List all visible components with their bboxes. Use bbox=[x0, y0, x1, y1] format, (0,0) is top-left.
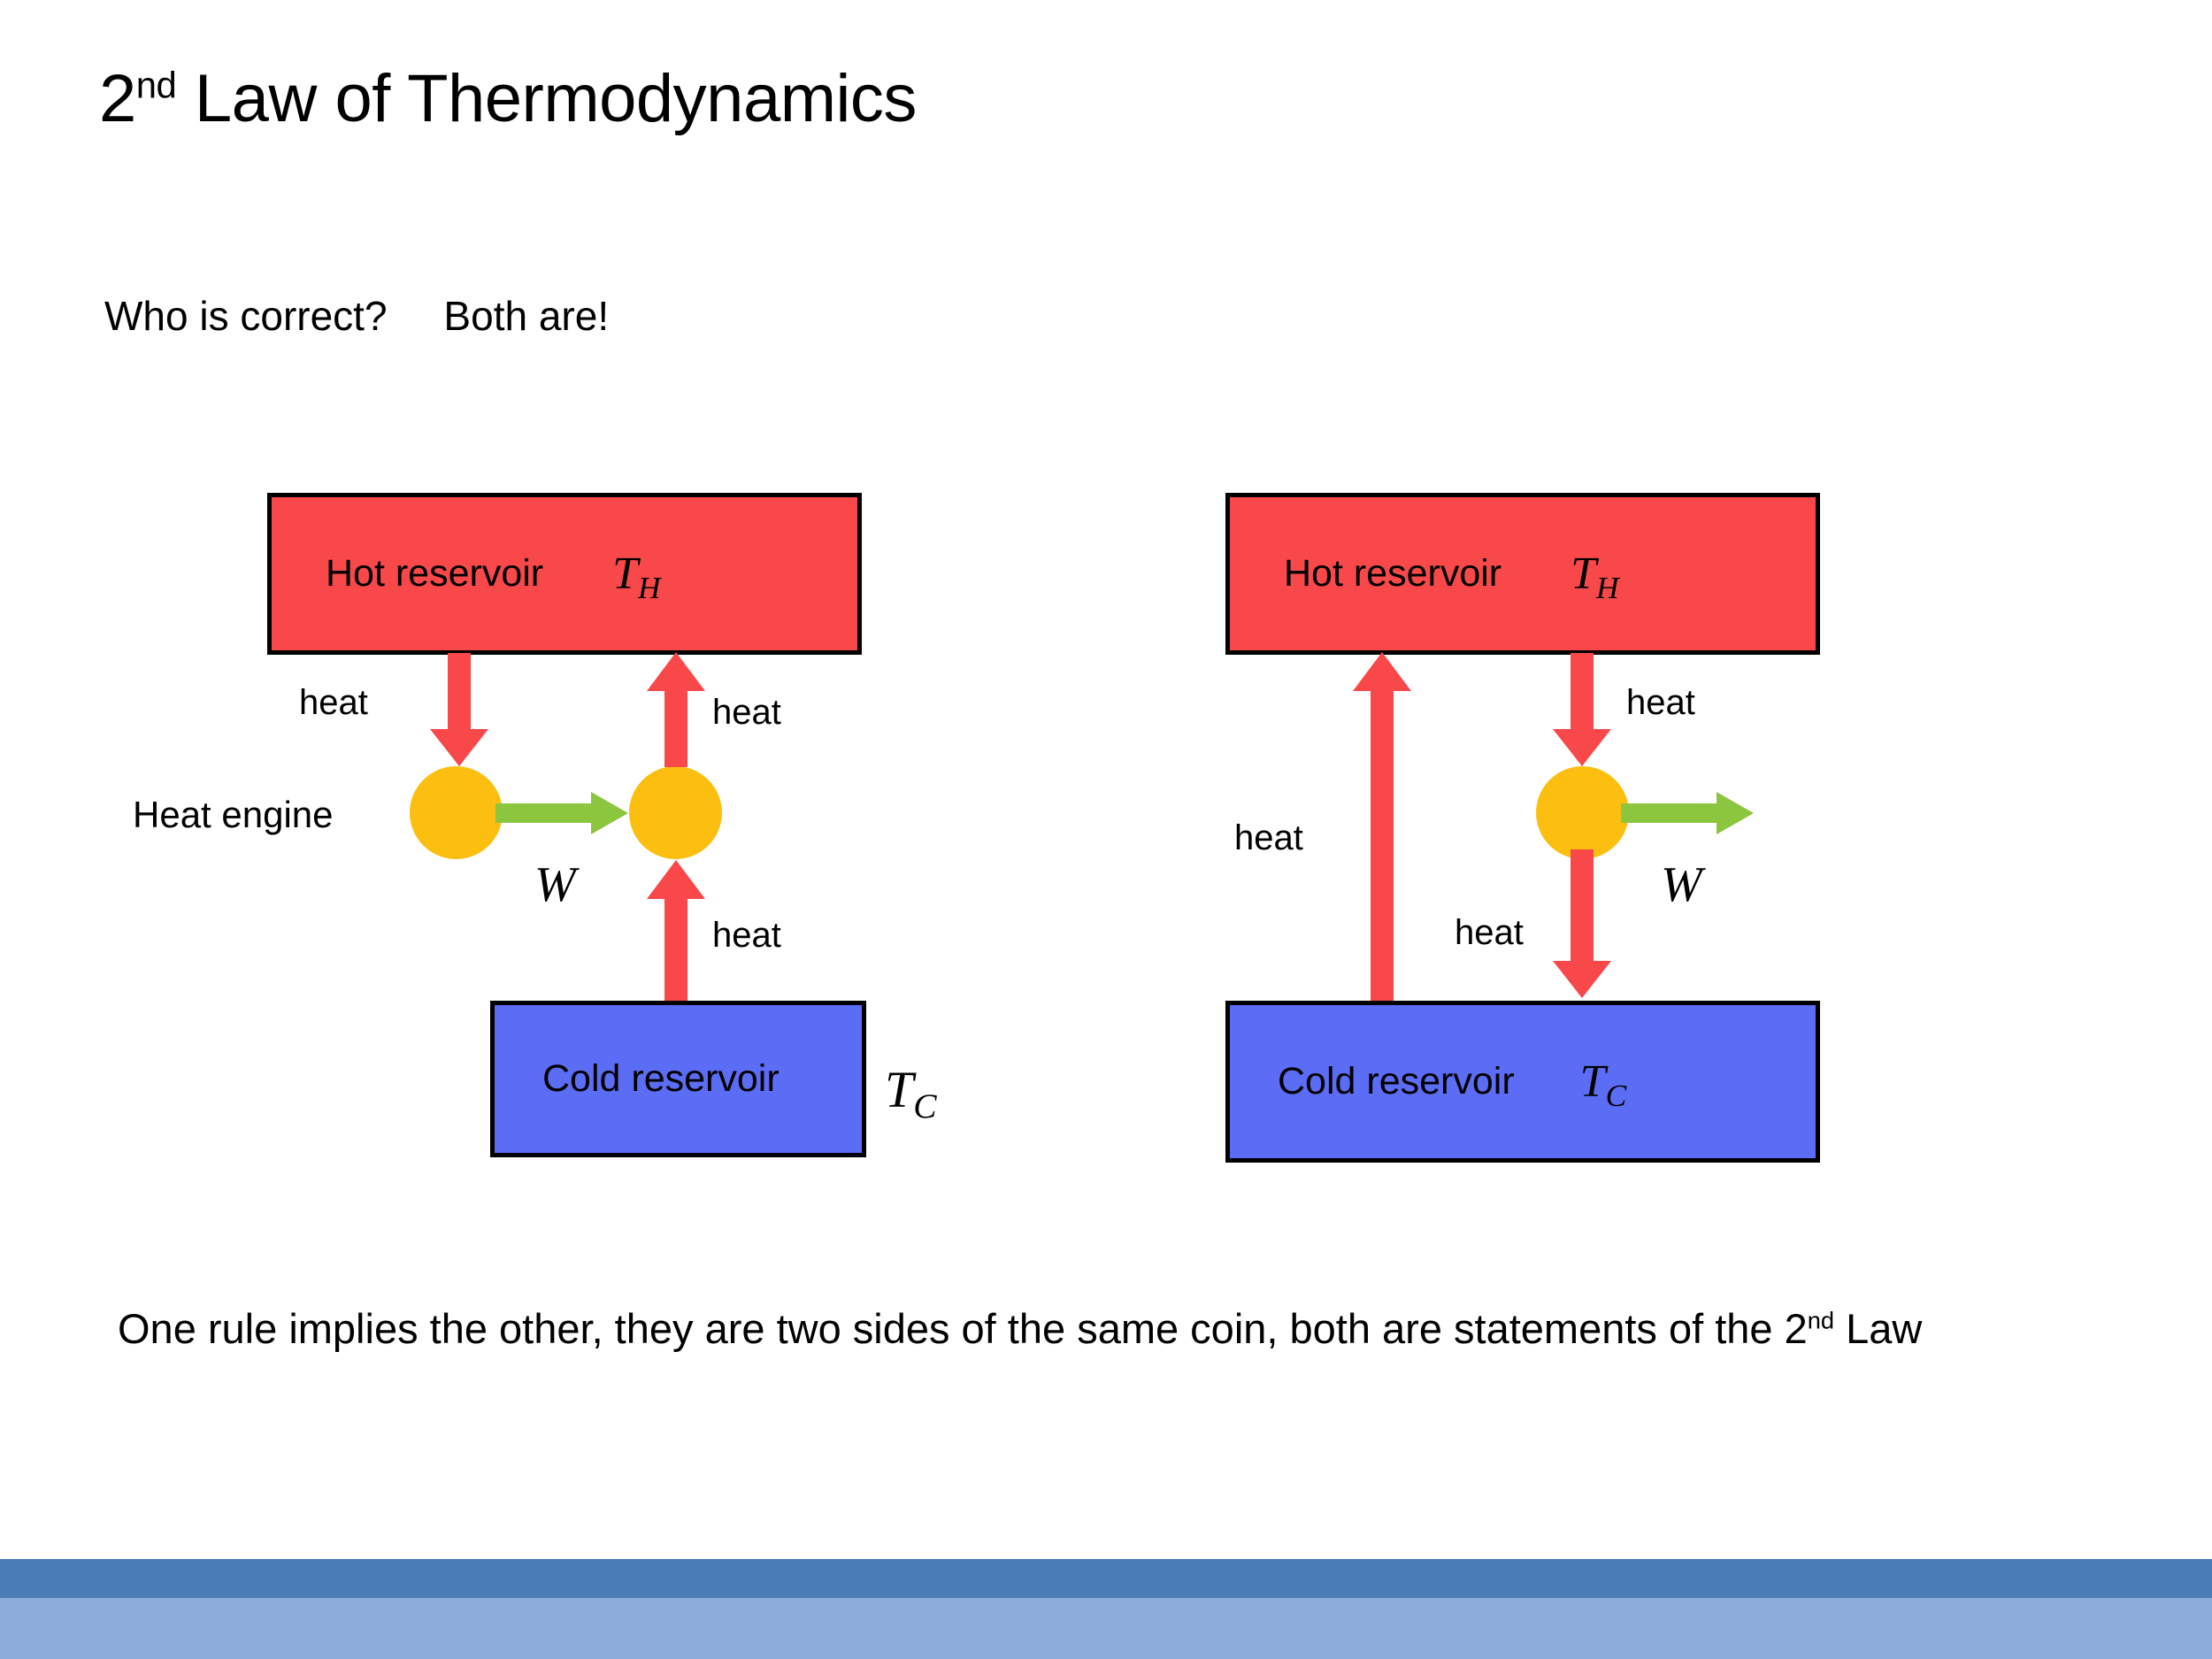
hot-temperature-symbol-right: TH bbox=[1571, 548, 1618, 605]
arrow-shape bbox=[430, 653, 488, 766]
engine-circle-left-2 bbox=[629, 766, 722, 859]
heat-label-right-2: heat bbox=[1626, 683, 1695, 722]
heat-arrow-down-right-2 bbox=[1553, 849, 1611, 998]
footer-bar-dark bbox=[0, 1559, 2212, 1598]
work-arrow-right bbox=[1621, 792, 1754, 834]
arrow-shape bbox=[1621, 792, 1754, 834]
conclusion-part-1: One rule implies the other, they are two… bbox=[118, 1305, 1785, 1352]
title-ordinal-suffix: nd bbox=[135, 64, 177, 106]
hot-temp-letter-right: T bbox=[1571, 549, 1597, 599]
cold-reservoir-box-left: Cold reservoir bbox=[490, 1001, 866, 1157]
page-title: 2nd Law of Thermodynamics bbox=[99, 64, 917, 134]
engine-circle-right bbox=[1536, 766, 1629, 859]
heat-arrow-up-left bbox=[647, 652, 705, 767]
arrow-shape bbox=[1353, 652, 1411, 1002]
heat-label-left-3: heat bbox=[712, 916, 781, 955]
heat-arrow-down-left bbox=[430, 653, 488, 766]
work-label-left: W bbox=[534, 857, 576, 912]
hot-reservoir-label-right: Hot reservoir bbox=[1284, 552, 1502, 595]
engine-label-left: Heat engine bbox=[133, 794, 334, 835]
hot-reservoir-box-left: Hot reservoir TH bbox=[267, 493, 862, 655]
arrow-shape bbox=[647, 652, 705, 767]
cold-reservoir-box-right: Cold reservoir TC bbox=[1225, 1001, 1820, 1163]
heat-arrow-down-right bbox=[1553, 653, 1611, 766]
cold-temp-subscript-right: C bbox=[1605, 1077, 1627, 1113]
heat-arrow-up-right bbox=[1353, 652, 1411, 1002]
hot-temp-subscript-right: H bbox=[1596, 569, 1619, 605]
heat-label-right-1: heat bbox=[1234, 818, 1303, 857]
hot-reservoir-box-right: Hot reservoir TH bbox=[1225, 493, 1820, 655]
cold-temp-letter-left: T bbox=[885, 1061, 914, 1118]
heat-label-left-1: heat bbox=[299, 683, 368, 722]
hot-temperature-symbol-left: TH bbox=[612, 548, 660, 605]
arrow-shape bbox=[495, 792, 628, 834]
title-number: 2 bbox=[99, 61, 136, 136]
hot-temp-subscript-left: H bbox=[638, 569, 661, 605]
conclusion-number: 2 bbox=[1784, 1305, 1808, 1352]
engine-circle-left-1 bbox=[410, 766, 503, 859]
cold-temperature-symbol-right: TC bbox=[1579, 1056, 1627, 1113]
heat-label-right-3: heat bbox=[1455, 913, 1524, 952]
question-line: Who is correct? Both are! bbox=[104, 293, 610, 339]
conclusion-part-2: Law bbox=[1834, 1305, 1923, 1352]
arrow-shape bbox=[1553, 849, 1611, 998]
arrow-shape bbox=[1553, 653, 1611, 766]
cold-temp-letter-right: T bbox=[1579, 1056, 1606, 1107]
arrow-shape bbox=[647, 860, 705, 1002]
heat-arrow-up-left-2 bbox=[647, 860, 705, 1002]
hot-temp-letter-left: T bbox=[612, 549, 639, 599]
conclusion-ordinal-suffix: nd bbox=[1807, 1306, 1835, 1334]
hot-reservoir-label-left: Hot reservoir bbox=[326, 552, 544, 595]
work-arrow-left bbox=[495, 792, 628, 834]
cold-reservoir-label-right: Cold reservoir bbox=[1278, 1060, 1515, 1102]
heat-label-left-2: heat bbox=[712, 693, 781, 732]
work-label-right: W bbox=[1661, 857, 1702, 912]
cold-temperature-symbol-left: TC bbox=[885, 1060, 937, 1125]
cold-temp-subscript-left: C bbox=[913, 1086, 937, 1125]
cold-reservoir-label-left: Cold reservoir bbox=[542, 1057, 780, 1100]
title-main-text: Law of Thermodynamics bbox=[194, 61, 918, 136]
conclusion-text: One rule implies the other, they are two… bbox=[118, 1301, 2126, 1356]
footer-bar-light bbox=[0, 1598, 2212, 1659]
